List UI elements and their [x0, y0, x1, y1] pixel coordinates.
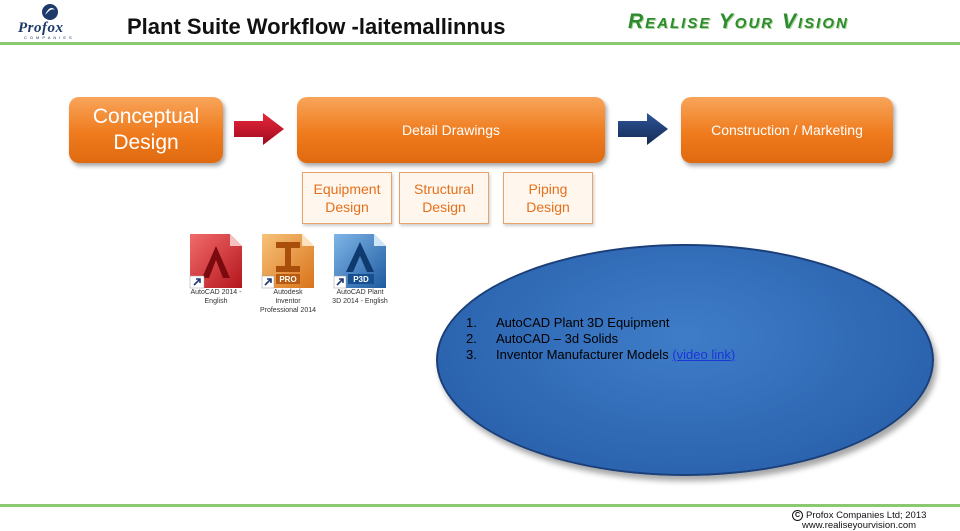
sub-box-line2: Design [422, 199, 466, 215]
step-text: AutoCAD Plant 3D Equipment [496, 315, 670, 330]
app-label-line: Autodesk [273, 289, 303, 296]
video-link[interactable]: (video link) [672, 347, 736, 362]
page-title: Plant Suite Workflow -laitemallinnus [127, 14, 506, 39]
app-badge: P3D [353, 275, 369, 284]
step-text: Inventor Manufacturer Models [496, 347, 673, 362]
step-text: AutoCAD – 3d Solids [496, 331, 619, 346]
app-label-line: English [204, 298, 228, 305]
arrow-right-icon [618, 113, 668, 145]
website-url[interactable]: www.realiseyourvision.com [802, 520, 917, 531]
conceptual-line1: Conceptual [92, 105, 200, 128]
app-label-line: AutoCAD Plant [336, 289, 384, 296]
app-label-line: AutoCAD 2014 - [190, 289, 242, 296]
autocad-icon[interactable] [188, 232, 244, 290]
app-label: AutoCAD Plant 3D 2014 - English [324, 288, 396, 306]
arrow-right-icon [234, 113, 284, 145]
app-label-line: Professional 2014 [259, 307, 317, 314]
app-label-line: Inventor [275, 298, 301, 305]
conceptual-design-box: Conceptual Design [69, 97, 223, 163]
sub-box-line2: Design [325, 199, 369, 215]
detail-drawings-label: Detail Drawings [401, 122, 501, 138]
footer-divider [0, 504, 960, 507]
sub-box-line1: Structural [414, 181, 474, 197]
equipment-design-box: Equipment Design [302, 172, 392, 224]
sub-box-line2: Design [526, 199, 570, 215]
construction-marketing-label: Construction / Marketing [711, 122, 863, 138]
construction-marketing-box: Construction / Marketing [681, 97, 893, 163]
app-label: AutoCAD 2014 - English [180, 288, 252, 306]
conceptual-line2: Design [113, 131, 179, 154]
app-badge: PRO [279, 275, 296, 284]
sub-box-line1: Equipment [313, 181, 381, 197]
copyright-icon: C [792, 510, 803, 521]
inventor-icon[interactable]: PRO [260, 232, 316, 290]
step-number: 3. [466, 347, 477, 362]
logo-text: Profox [18, 20, 64, 36]
plant3d-icon[interactable]: P3D [332, 232, 388, 290]
sub-box-line1: Piping [528, 181, 568, 197]
step-item: 2. AutoCAD – 3d Solids [466, 331, 735, 347]
tagline: Realise Your Vision [628, 10, 849, 33]
app-label-line: 3D 2014 - English [332, 298, 388, 305]
piping-design-box: Piping Design [503, 172, 593, 224]
copyright-label: Profox Companies Ltd; 2013 [806, 510, 927, 522]
header-divider [0, 42, 960, 45]
step-number: 2. [466, 331, 477, 346]
steps-list: 1. AutoCAD Plant 3D Equipment 2. AutoCAD –… [466, 315, 735, 363]
detail-drawings-box: Detail Drawings [297, 97, 605, 163]
step-item: 3. Inventor Manufacturer Models (video li… [466, 347, 735, 363]
step-number: 1. [466, 315, 477, 330]
app-label: Autodesk Inventor Professional 2014 [252, 288, 324, 315]
step-item: 1. AutoCAD Plant 3D Equipment [466, 315, 735, 331]
logo-subtext: COMPANIES [24, 35, 75, 40]
profox-logo-icon [42, 4, 58, 20]
structural-design-box: Structural Design [399, 172, 489, 224]
steps-ellipse [436, 244, 934, 476]
